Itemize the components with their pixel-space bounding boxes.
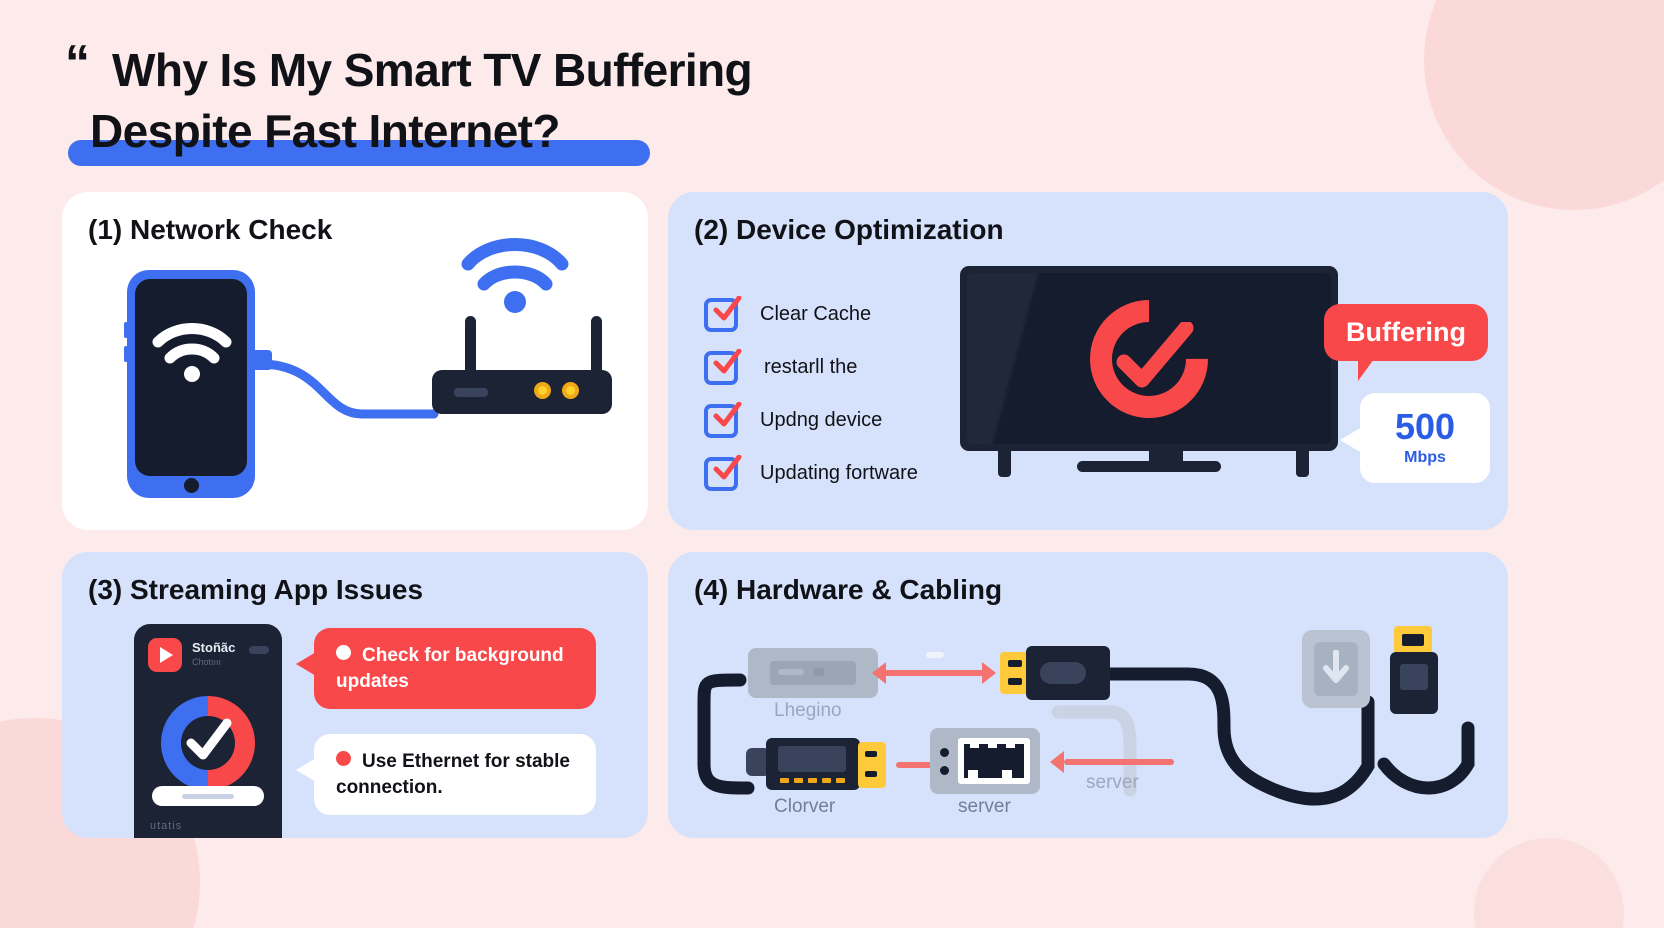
bullet-dot-icon [336,751,351,766]
pill-inner-bar [182,794,234,799]
buffering-spinner-icon [1065,275,1233,442]
panel-device-optimization: (2) Device Optimization Clear Cache rest… [668,192,1508,530]
phone-volume-button-down [124,346,128,362]
checkbox-checked[interactable] [704,454,742,491]
checklist-label: restarll the [764,356,858,378]
page-title-line-2: Despite Fast Internet? [90,104,560,157]
phone-volume-button-up [124,322,128,338]
speed-value: 500 [1394,406,1456,447]
status-chip [249,646,269,654]
panel-3-title: (3) Streaming App Issues [88,574,424,605]
play-icon [160,647,173,663]
hardware-cable-paths [697,667,1475,806]
panel-hardware-cabling: (4) Hardware & Cabling Lhegino Clor [668,552,1508,838]
panel-1-title: (1) Network Check [88,214,333,245]
speed-card: 500 Mbps [1340,393,1490,483]
checkbox-checked[interactable] [704,348,742,385]
callout-text: Use Ethernet for stable connection. [336,751,570,798]
checklist-item[interactable]: Updng device [704,394,918,447]
phone-illustration [124,270,255,498]
arrow-head-left-2 [1050,751,1064,773]
checkbox-checked[interactable] [704,295,742,332]
arrow-from-server [1064,759,1174,765]
arrow-gap-marker [926,652,944,658]
arrow-head-left [872,662,886,684]
panel-streaming-app-issues: (3) Streaming App Issues Stoñãc Chotıııı… [62,552,648,838]
progress-donut-chart [161,696,255,790]
streaming-phone-illustration: Stoñãc Chotıııı utatis [134,624,282,838]
action-pill-button[interactable] [152,786,264,806]
check-icon-donut [186,718,232,760]
check-icon-tv [1116,321,1194,387]
hardware-label-3: server [958,796,1011,817]
router-vent-slot [454,388,488,397]
wifi-icon-router [461,238,569,313]
background-blob-top-right [1424,0,1664,210]
hdmi-connector-black-right [1390,652,1438,714]
callout-bubble-red: Check for background updates [296,628,596,710]
background-blob-bottom-right [1474,838,1624,928]
panel-network-check: (1) Network Check [62,192,648,530]
streaming-app-subtitle: Chotıııı [192,657,222,667]
hardware-label-4: server [1086,772,1139,793]
quote-mark-icon: “ [65,35,90,91]
panel-2-title: (2) Device Optimization [694,214,1004,245]
checklist-label: Updng device [760,409,883,431]
optimization-checklist: Clear Cache restarll the Updng device [704,288,918,500]
checklist-label: Updating fortware [760,462,918,484]
checklist-item[interactable]: restarll the [704,341,918,394]
buffering-badge: Buffering [1324,304,1488,381]
hardware-label-1: Lhegino [774,700,842,721]
callout-bubble-white: Use Ethernet for stable connection. [296,734,596,816]
check-icon [713,348,742,373]
tv-illustration [960,266,1338,451]
arrow-to-port [896,762,938,768]
tv-screen-glare [967,273,1259,444]
router-antenna-left [465,316,476,398]
page-title-line-1: Why Is My Smart TV Buffering [112,44,753,96]
phone-footer-text: utatis [150,820,183,832]
router-led-2 [562,382,579,399]
streaming-app-icon [148,638,182,672]
ethernet-port-module [930,728,1040,794]
panel-4-title: (4) Hardware & Cabling [694,574,1003,605]
hdmi-connector-yellow [1000,652,1030,694]
usb-connector-yellow [858,742,886,788]
page-title: “ Why Is My Smart TV Buffering Despite F… [65,35,968,161]
tv-leg-right [1296,451,1309,477]
check-icon [713,401,742,426]
checklist-item[interactable]: Updating fortware [704,447,918,500]
tv-screen [967,273,1331,444]
phone-home-button [184,478,199,493]
hdmi-connector-yellow-right [1394,626,1432,654]
hdmi-connector-black [1026,646,1110,700]
arrow-head-right [982,662,996,684]
ethernet-cable [255,359,439,419]
device-module-bottom [766,738,860,790]
check-icon [713,454,742,479]
device-module-top [748,648,878,698]
speed-unit: Mbps [1404,449,1446,466]
bullet-dot-icon [336,645,351,660]
download-device-box [1302,630,1370,708]
checklist-label: Clear Cache [760,303,872,325]
arrow-bidirectional [884,670,984,676]
tv-stand-base [1077,461,1221,472]
hardware-label-2: Clorver [774,796,836,817]
tv-leg-left [998,451,1011,477]
wifi-icon-phone [152,323,232,382]
checkbox-checked[interactable] [704,401,742,438]
router-antenna-right [591,316,602,398]
streaming-app-name: Stoñãc [192,640,236,655]
check-icon [713,295,742,320]
checklist-item[interactable]: Clear Cache [704,288,918,341]
router-led-1 [534,382,551,399]
callout-text: Check for background updates [336,645,564,692]
download-icon [1323,650,1349,683]
